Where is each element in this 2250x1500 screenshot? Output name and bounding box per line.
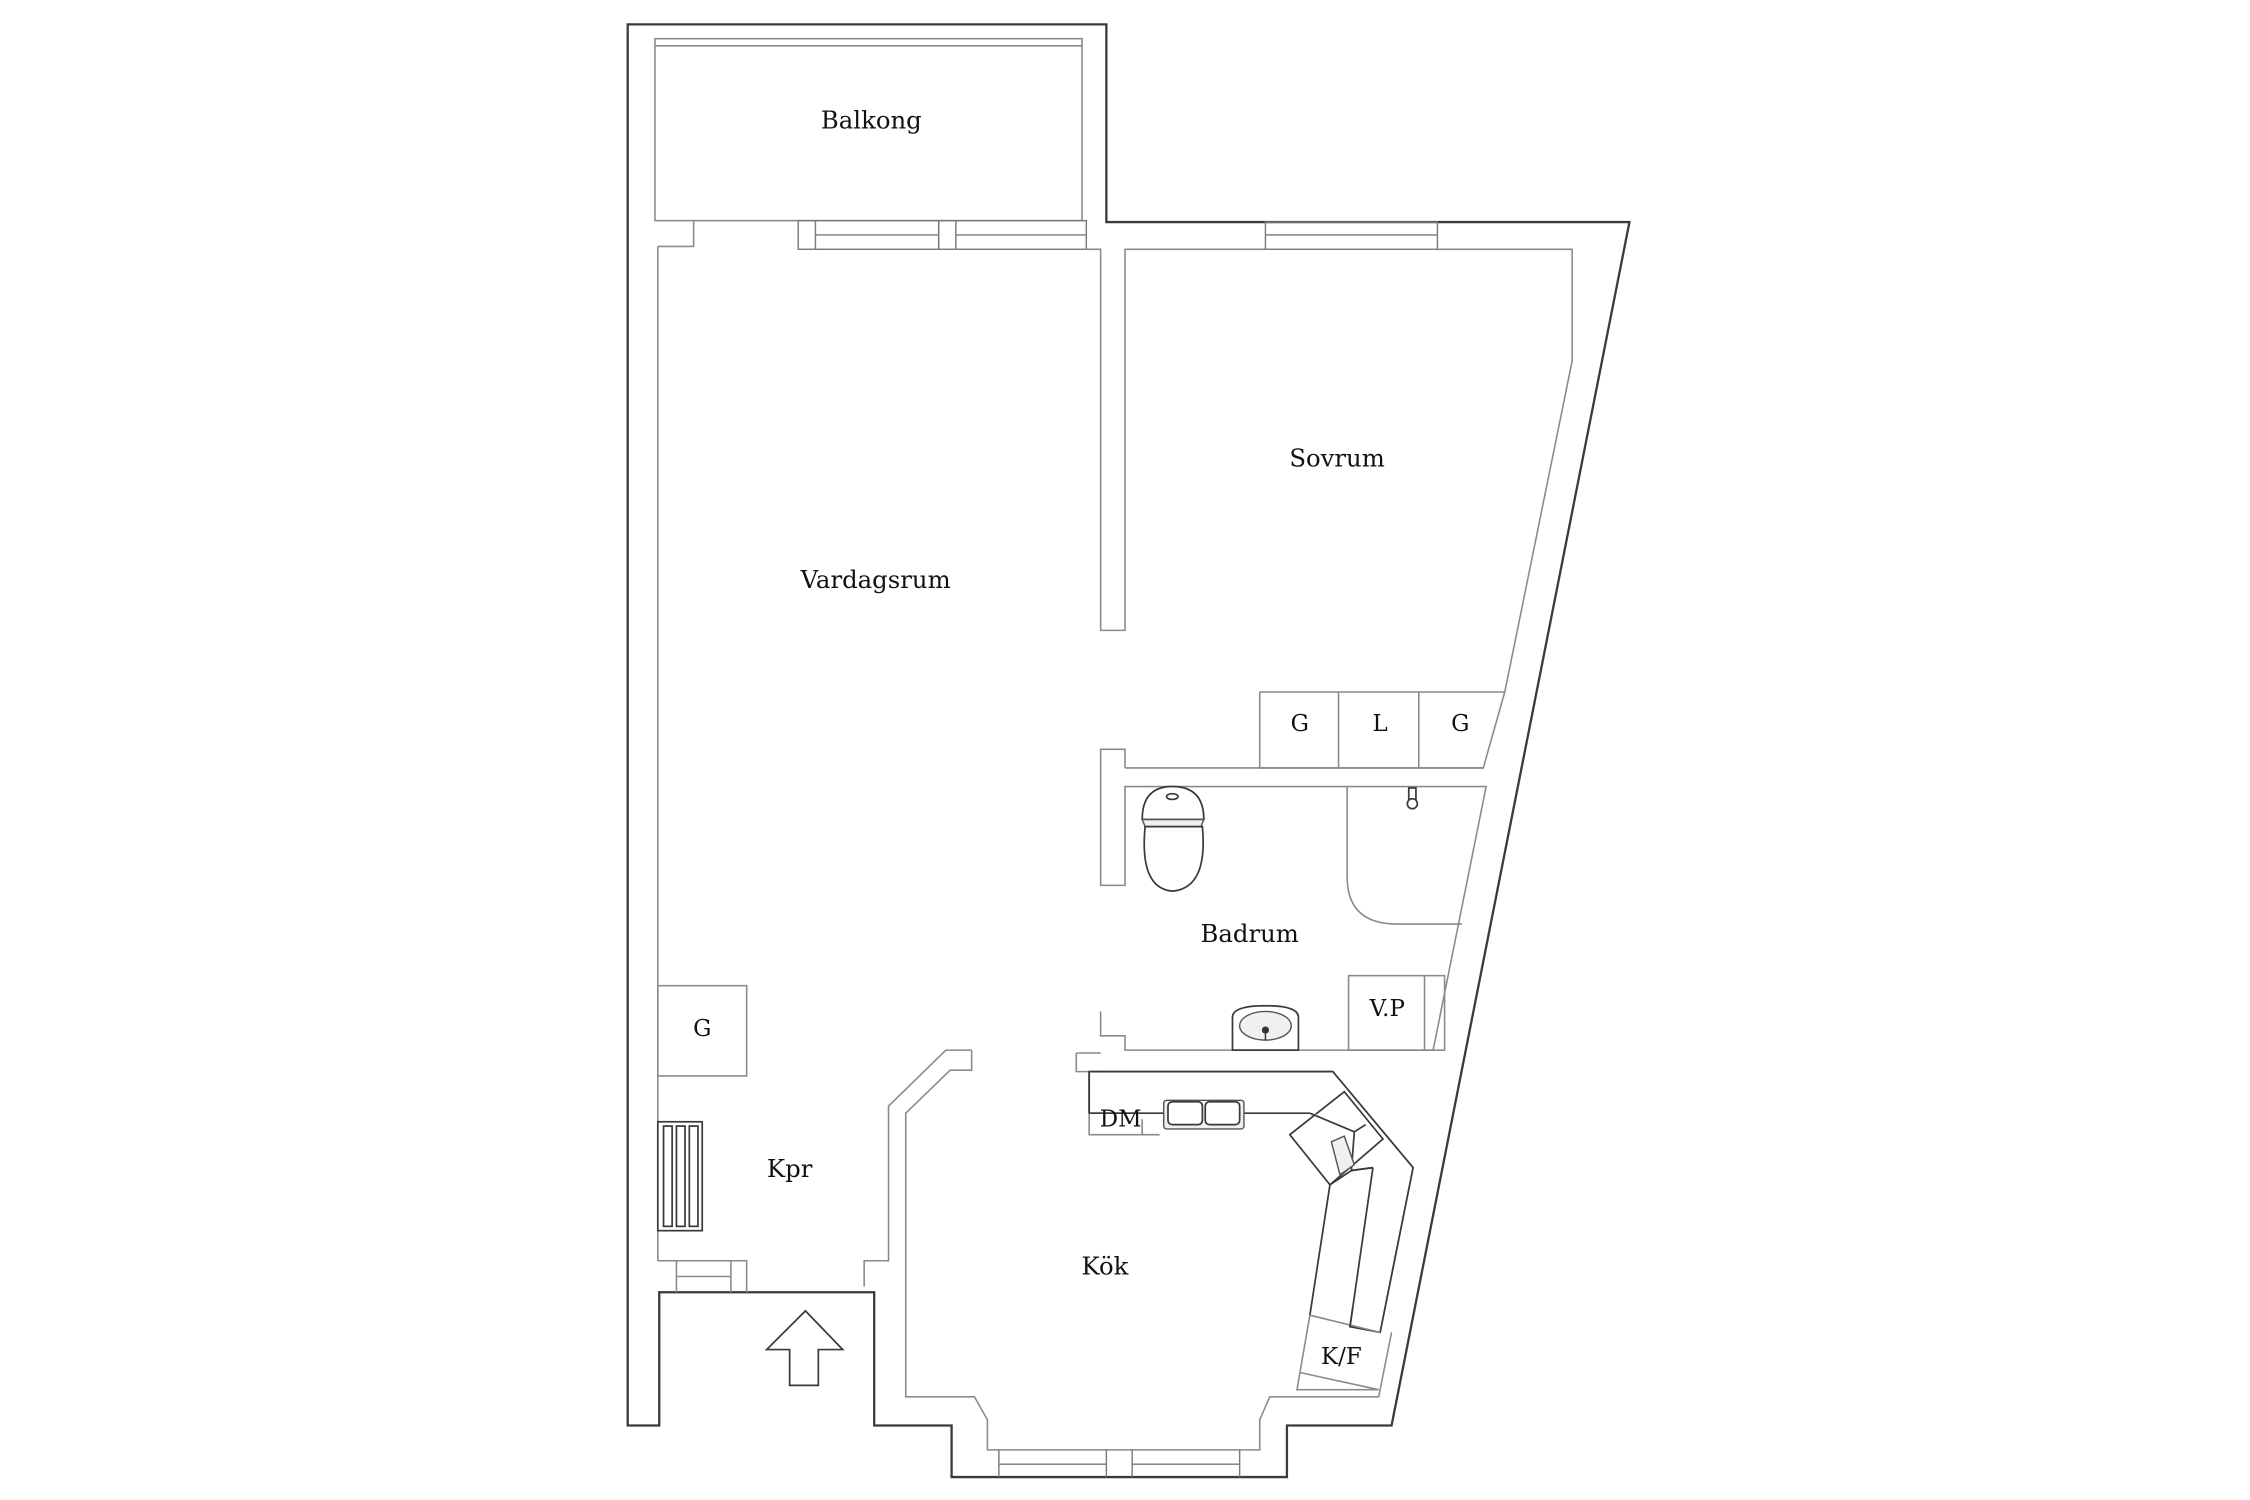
sink-icon xyxy=(1162,1099,1245,1130)
toilet-icon xyxy=(1141,785,1205,892)
room-label-kpr: Kpr xyxy=(767,1154,813,1183)
room-label-kok: Kök xyxy=(1081,1251,1128,1280)
kitchen-side-counter xyxy=(1296,1166,1381,1391)
bedroom-wardrobes xyxy=(1099,691,1506,1051)
dm-label: DM xyxy=(1100,1106,1142,1132)
hallway xyxy=(656,984,748,1293)
living-room-walls xyxy=(657,221,1573,1261)
bathroom-lower-wall xyxy=(1075,974,1446,1073)
room-label-vardagsrum: Vardagsrum xyxy=(800,565,951,594)
room-label-sovrum: Sovrum xyxy=(1289,443,1385,472)
washbasin-icon xyxy=(1231,1004,1300,1052)
balcony-windows xyxy=(657,219,1088,251)
radiator-icon xyxy=(656,1120,704,1232)
kitchen-walls xyxy=(863,1049,1393,1478)
wardrobe-label-g2: G xyxy=(1451,711,1469,737)
stove-icon xyxy=(1288,1090,1385,1187)
room-label-balkong: Balkong xyxy=(821,105,922,134)
outer-wall xyxy=(626,23,1631,1479)
hall-wardrobe-label: G xyxy=(693,1016,711,1042)
shower xyxy=(1346,786,1462,925)
room-label-badrum: Badrum xyxy=(1200,919,1298,948)
wardrobe-label-g1: G xyxy=(1291,711,1309,737)
kf-label: K/F xyxy=(1321,1344,1362,1370)
wardrobe-label-l: L xyxy=(1372,711,1387,737)
entrance-arrow-icon xyxy=(764,1309,845,1387)
shower-head-icon xyxy=(1407,787,1417,801)
vp-label: V.P xyxy=(1369,996,1405,1022)
